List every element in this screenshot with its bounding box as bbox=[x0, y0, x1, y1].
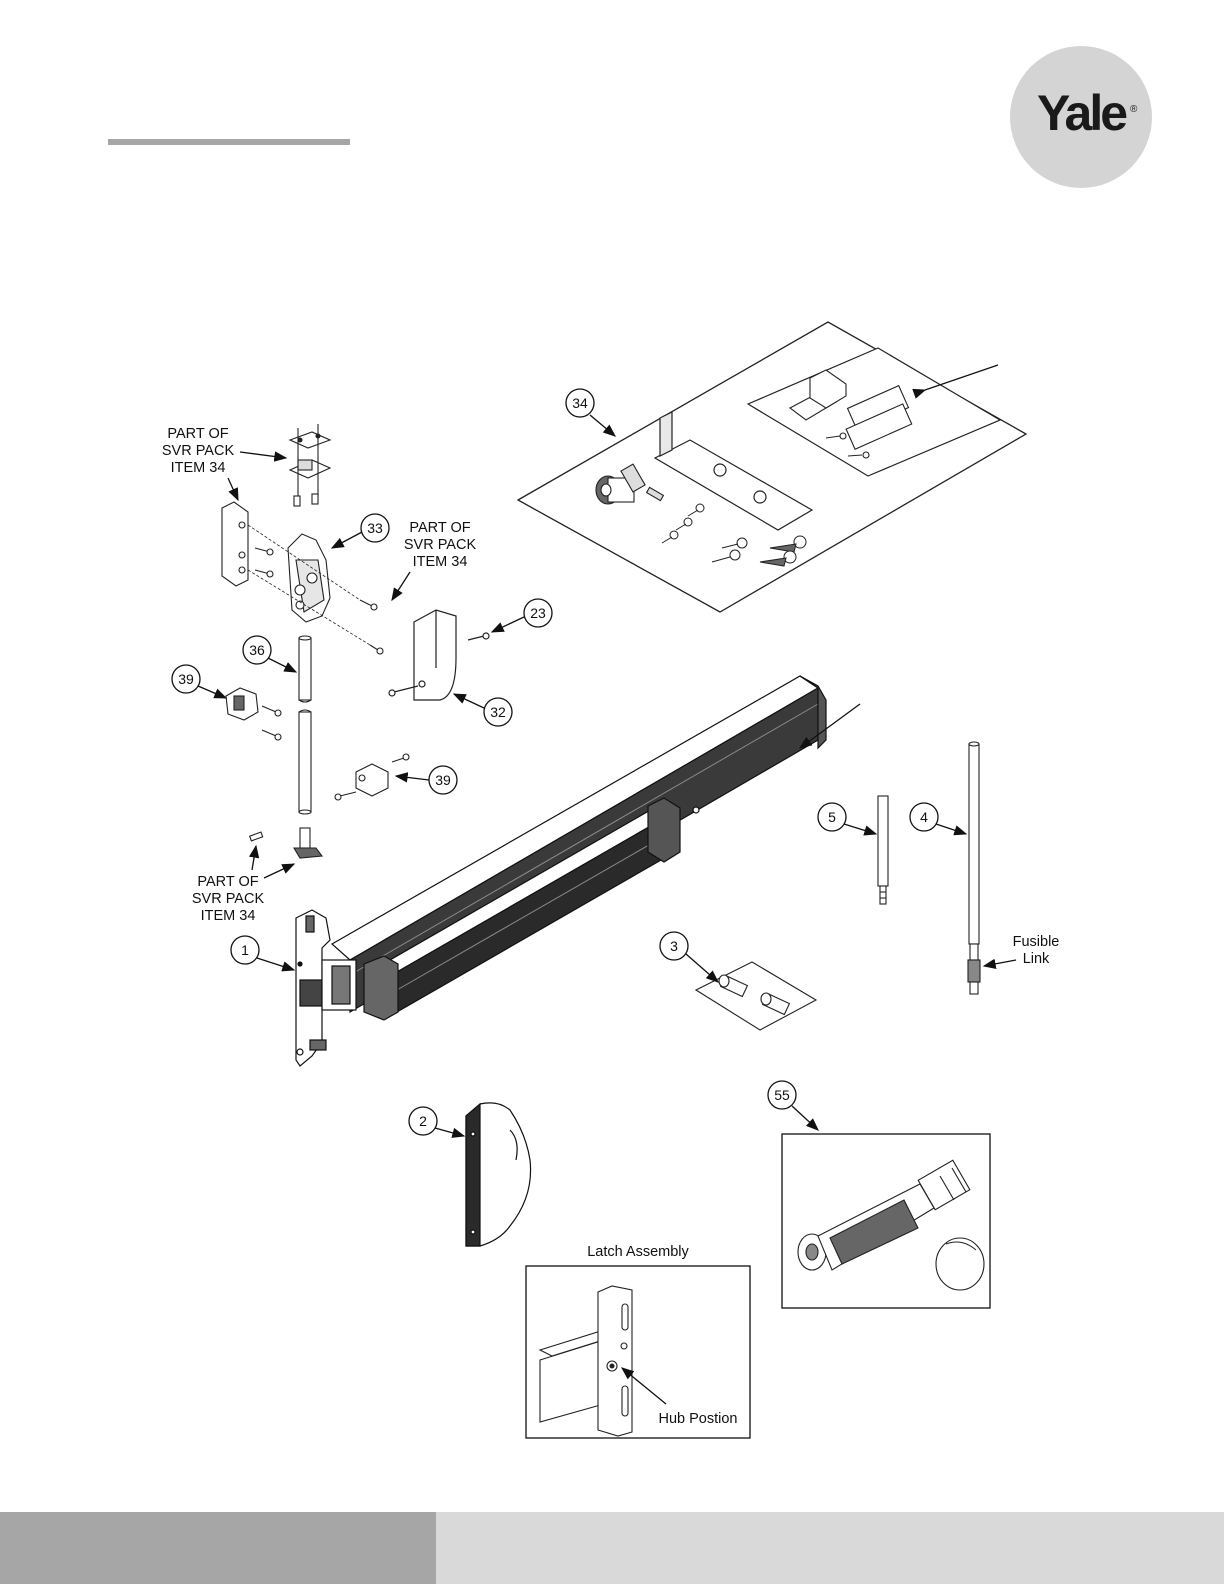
svg-text:PART OF: PART OF bbox=[167, 426, 228, 442]
callout-4-leader bbox=[936, 824, 966, 834]
svg-text:PART OF: PART OF bbox=[409, 520, 470, 536]
footer-band-right bbox=[436, 1512, 1224, 1584]
callout-3-leader bbox=[686, 954, 718, 982]
svr-label-top: PART OF SVR PACK ITEM 34 bbox=[162, 426, 286, 500]
callout-55-label: 55 bbox=[774, 1087, 790, 1103]
item-55-inset bbox=[782, 1134, 990, 1308]
callout-1-label: 1 bbox=[241, 942, 249, 958]
end-cap-2 bbox=[466, 1103, 531, 1246]
svg-text:SVR PACK: SVR PACK bbox=[404, 537, 477, 553]
callout-3-label: 3 bbox=[670, 938, 678, 954]
long-rod-4 bbox=[968, 742, 980, 994]
svg-text:Fusible: Fusible bbox=[1013, 934, 1060, 950]
callout-5-leader bbox=[844, 824, 876, 834]
callout-1-leader bbox=[257, 958, 294, 970]
svg-text:ITEM 34: ITEM 34 bbox=[201, 908, 256, 924]
callout-23-leader bbox=[492, 617, 524, 632]
rod-guide-39b bbox=[335, 754, 409, 800]
callout-2-label: 2 bbox=[419, 1113, 427, 1129]
strike-leader bbox=[925, 365, 998, 390]
cover-32 bbox=[389, 610, 489, 700]
latch-mechanism bbox=[296, 910, 356, 1066]
callout-34-label: 34 bbox=[572, 395, 588, 411]
fusible-link-label: Fusible Link bbox=[984, 934, 1059, 967]
callout-32-label: 32 bbox=[490, 704, 506, 720]
callout-39-right-label: 39 bbox=[435, 772, 451, 788]
callout-36-leader bbox=[268, 658, 296, 672]
svg-text:PART OF: PART OF bbox=[197, 874, 258, 890]
callout-5-label: 5 bbox=[828, 809, 836, 825]
callout-33-leader bbox=[332, 532, 362, 548]
svg-text:SVR PACK: SVR PACK bbox=[162, 443, 235, 459]
rod-guide-39a bbox=[226, 688, 281, 740]
callout-33-label: 33 bbox=[367, 520, 383, 536]
short-rod-5 bbox=[878, 796, 888, 904]
latch-assembly-title: Latch Assembly bbox=[587, 1244, 689, 1260]
callout-36-label: 36 bbox=[249, 642, 265, 658]
callout-39-left-label: 39 bbox=[178, 671, 194, 687]
svr-label-mid: PART OF SVR PACK ITEM 34 bbox=[392, 520, 476, 600]
callout-34-leader bbox=[590, 415, 615, 436]
callout-39-left-leader bbox=[198, 686, 226, 698]
callout-32-leader bbox=[454, 694, 484, 708]
callout-55-leader bbox=[792, 1106, 818, 1130]
fastener-sheet-3 bbox=[696, 962, 816, 1030]
vertical-rod-36 bbox=[250, 636, 322, 858]
callout-2-leader bbox=[435, 1128, 464, 1136]
svg-text:Link: Link bbox=[1023, 951, 1050, 967]
callout-23-label: 23 bbox=[530, 605, 546, 621]
svg-text:ITEM 34: ITEM 34 bbox=[413, 554, 468, 570]
hub-position-label: Hub Postion bbox=[659, 1411, 738, 1427]
svg-text:SVR PACK: SVR PACK bbox=[192, 891, 265, 907]
fusible-link-part bbox=[968, 960, 980, 982]
top-latch-assembly bbox=[222, 424, 383, 654]
callout-4-label: 4 bbox=[920, 809, 928, 825]
latch-assembly-inset: Latch Assembly Hub Postion bbox=[526, 1244, 750, 1438]
footer-band-left bbox=[0, 1512, 436, 1584]
callout-39-right-leader bbox=[396, 776, 429, 780]
svg-text:ITEM 34: ITEM 34 bbox=[171, 460, 226, 476]
svr-pack-sheet: 34 bbox=[518, 322, 1026, 612]
svr-label-bottom: PART OF SVR PACK ITEM 34 bbox=[192, 846, 294, 924]
